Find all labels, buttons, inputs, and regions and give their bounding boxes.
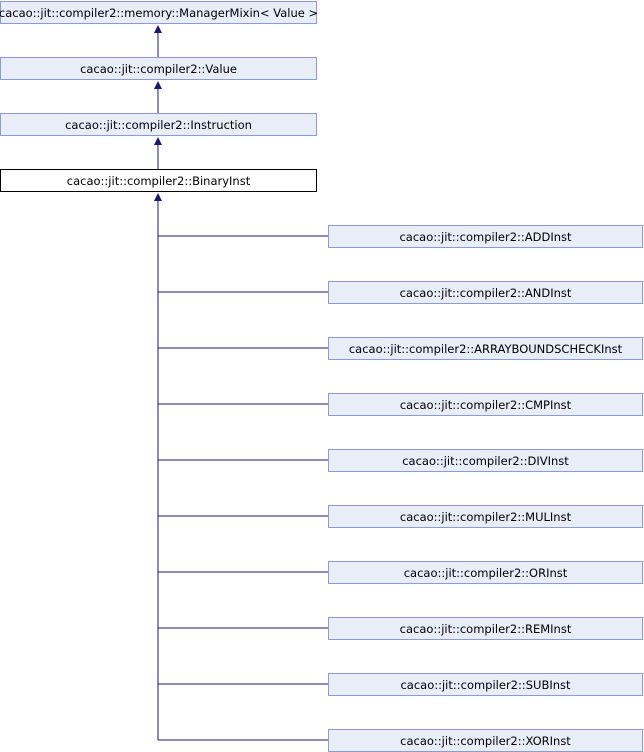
class-node-value[interactable]: cacao::jit::compiler2::Value: [0, 57, 317, 80]
class-label: cacao::jit::compiler2::CMPInst: [399, 397, 572, 412]
subclass-node-reminst[interactable]: cacao::jit::compiler2::REMInst: [328, 617, 643, 640]
subclass-node-addinst[interactable]: cacao::jit::compiler2::ADDInst: [328, 225, 643, 248]
class-label: cacao::jit::compiler2::MULInst: [399, 509, 572, 524]
class-label: cacao::jit::compiler2::ARRAYBOUNDSCHECKI…: [348, 341, 623, 356]
class-node-binaryinst-current: cacao::jit::compiler2::BinaryInst: [0, 169, 317, 192]
subclass-node-divinst[interactable]: cacao::jit::compiler2::DIVInst: [328, 449, 643, 472]
class-label: cacao::jit::compiler2::Value: [80, 61, 237, 76]
class-label: cacao::jit::compiler2::ORInst: [403, 565, 568, 580]
class-label: cacao::jit::compiler2::DIVInst: [402, 453, 569, 468]
class-node-instruction[interactable]: cacao::jit::compiler2::Instruction: [0, 113, 317, 136]
class-label: cacao::jit::compiler2::memory::ManagerMi…: [0, 5, 319, 20]
class-label: cacao::jit::compiler2::ADDInst: [399, 229, 572, 244]
class-label: cacao::jit::compiler2::BinaryInst: [66, 173, 251, 188]
class-label: cacao::jit::compiler2::XORInst: [400, 733, 571, 748]
subclass-node-subinst[interactable]: cacao::jit::compiler2::SUBInst: [328, 673, 643, 696]
class-label: cacao::jit::compiler2::Instruction: [65, 117, 252, 132]
class-label: cacao::jit::compiler2::REMInst: [399, 621, 572, 636]
subclass-node-xorinst[interactable]: cacao::jit::compiler2::XORInst: [328, 729, 643, 752]
subclass-node-mulinst[interactable]: cacao::jit::compiler2::MULInst: [328, 505, 643, 528]
class-label: cacao::jit::compiler2::ANDInst: [399, 285, 572, 300]
subclass-branches: [158, 235, 328, 741]
class-node-managermixin[interactable]: cacao::jit::compiler2::memory::ManagerMi…: [0, 1, 319, 24]
subclass-node-arrayboundscheckinst[interactable]: cacao::jit::compiler2::ARRAYBOUNDSCHECKI…: [328, 337, 643, 360]
subclass-node-cmpinst[interactable]: cacao::jit::compiler2::CMPInst: [328, 393, 643, 416]
class-label: cacao::jit::compiler2::SUBInst: [400, 677, 571, 692]
subclass-node-andinst[interactable]: cacao::jit::compiler2::ANDInst: [328, 281, 643, 304]
subclass-node-orinst[interactable]: cacao::jit::compiler2::ORInst: [328, 561, 643, 584]
